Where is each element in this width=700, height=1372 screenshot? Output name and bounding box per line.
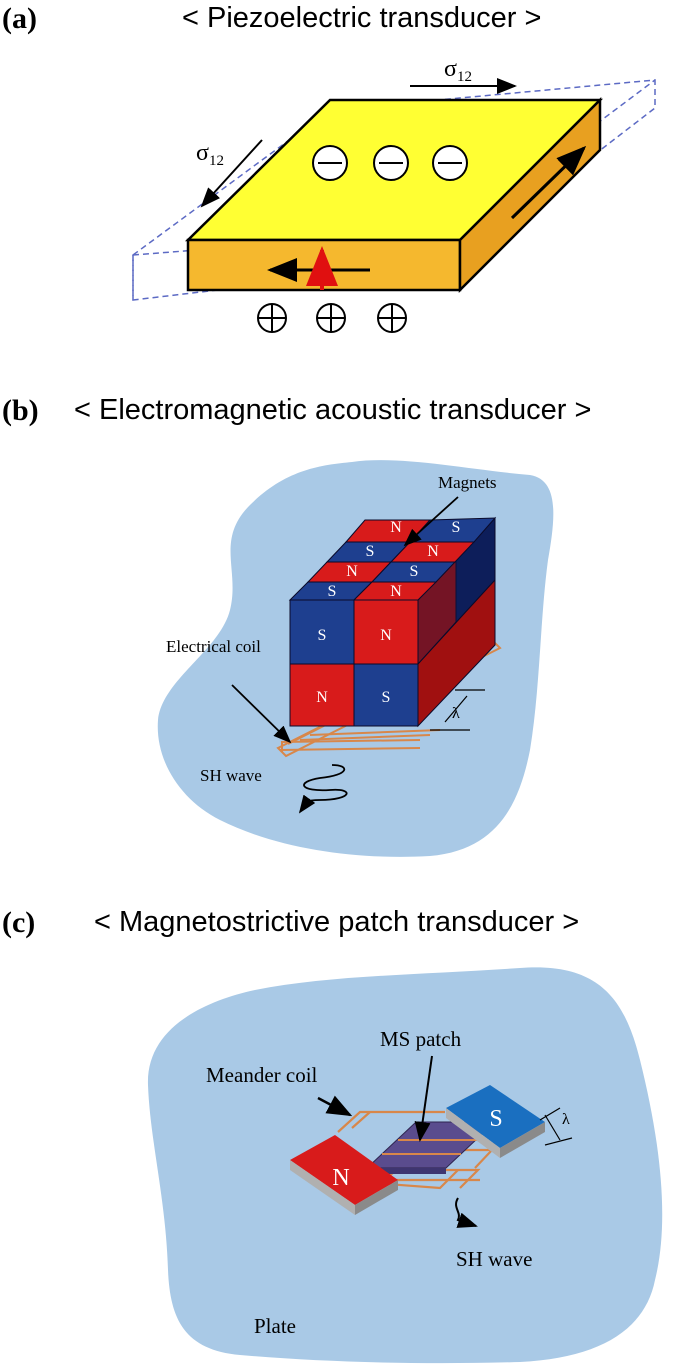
plate-label: Plate: [254, 1314, 296, 1338]
panel-c-label: (c): [2, 906, 36, 939]
svg-text:S: S: [366, 543, 375, 560]
svg-text:N: N: [346, 563, 358, 580]
svg-text:S: S: [318, 627, 327, 644]
svg-text:N: N: [390, 519, 402, 536]
mpt-sh-wave-squiggle: [455, 1197, 478, 1228]
positive-charges: [257, 303, 407, 333]
piezo-diagram: σ12 σ12: [132, 56, 656, 333]
svg-text:S: S: [328, 583, 337, 600]
electrical-coil-label: Electrical coil: [166, 637, 261, 656]
magnets-pointer: [403, 496, 459, 547]
wavelength-marker: [430, 689, 485, 731]
sigma-left-arrow: [200, 139, 263, 208]
piezo-slab: [184, 96, 604, 294]
svg-text:N: N: [390, 583, 402, 600]
south-magnet: [446, 1085, 545, 1158]
svg-text:S: S: [410, 563, 419, 580]
ms-patch-pointer: [414, 1055, 433, 1142]
side-shear-arrow: [510, 145, 587, 220]
mpt-wavelength-marker: [539, 1107, 573, 1146]
svg-text:N: N: [380, 627, 392, 644]
north-magnet: [290, 1135, 398, 1215]
panel-b-title: < Electromagnetic acoustic transducer >: [74, 394, 592, 426]
sh-wave-squiggle: [298, 764, 348, 814]
meander-coil-pointer: [317, 1095, 353, 1117]
svg-text:N: N: [427, 543, 439, 560]
mpt-north-pole: N: [332, 1165, 349, 1191]
mpt-sh-wave-label: SH wave: [456, 1247, 532, 1271]
sigma-top-label: σ12: [444, 56, 472, 85]
sigma-left-label: σ12: [196, 140, 224, 169]
ms-patch-label: MS patch: [380, 1027, 462, 1051]
sh-wave-label: SH wave: [200, 766, 262, 785]
svg-text:S: S: [452, 519, 461, 536]
svg-text:S: S: [382, 689, 391, 706]
mpt-south-pole: S: [489, 1106, 502, 1132]
magnet-block: [288, 516, 497, 728]
meander-coil-label: Meander coil: [206, 1063, 318, 1087]
coil-pointer: [231, 684, 292, 744]
mpt-diagram: N S λ MS patch Meander coil SH wave Plat…: [147, 967, 663, 1364]
pole-labels: N S S N N S S N S N N S: [316, 519, 460, 706]
mpt-wavelength-label: λ: [562, 1111, 570, 1128]
panel-a-title: < Piezoelectric transducer >: [182, 2, 542, 34]
wavelength-label: λ: [452, 705, 460, 722]
panel-a-label: (a): [2, 2, 37, 35]
negative-charges: [312, 145, 468, 181]
magnets-label: Magnets: [438, 473, 497, 492]
panel-b-label: (b): [2, 394, 39, 427]
panel-c-title: < Magnetostrictive patch transducer >: [94, 906, 580, 938]
emat-diagram: N S S N N S S N S N N S Magnets Electric…: [157, 460, 554, 857]
svg-text:N: N: [316, 689, 328, 706]
